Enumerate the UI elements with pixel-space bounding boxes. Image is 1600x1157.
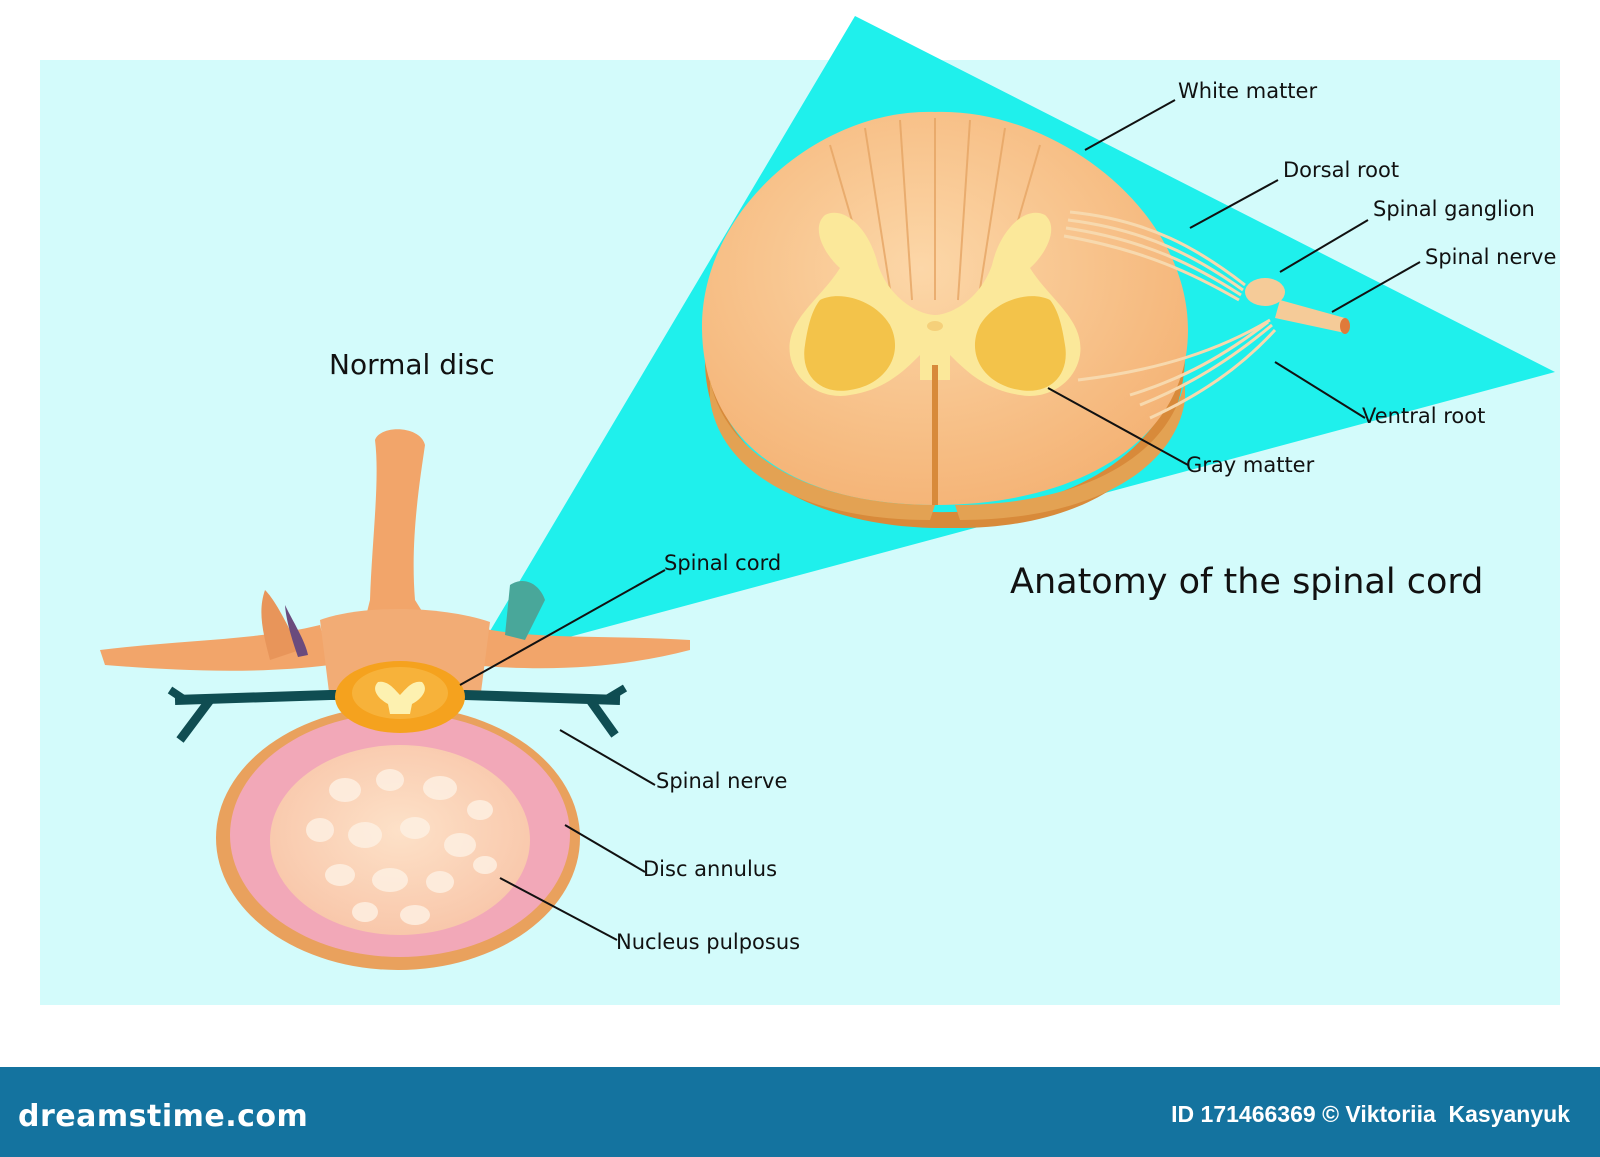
- label-nucleus-pulposus: Nucleus pulposus: [616, 930, 801, 954]
- normal-disc-title: Normal disc: [329, 348, 495, 381]
- spinal-cord-title: Anatomy of the spinal cord: [1010, 562, 1484, 602]
- leader-dorsal-root: [1189, 179, 1279, 229]
- footer-bar: dreamstime.com ID 171466369 © Viktoriia …: [0, 1067, 1600, 1157]
- spinal-cord-cross-section: [701, 111, 1350, 529]
- leader-ventral-root: [1274, 361, 1366, 419]
- label-disc-annulus: Disc annulus: [643, 857, 778, 881]
- leader-white-matter: [1084, 99, 1176, 151]
- leader-gray-matter: [1047, 387, 1189, 466]
- label-ventral-root: Ventral root: [1362, 404, 1486, 428]
- image-credit: ID 171466369 © Viktoriia Kasyanyuk: [1171, 1101, 1570, 1127]
- brand-logo[interactable]: dreamstime.com: [18, 1099, 309, 1134]
- white-matter-body: [701, 111, 1188, 505]
- label-spinal-nerve-disc: Spinal nerve: [656, 769, 788, 793]
- label-white-matter: White matter: [1178, 79, 1318, 103]
- leader-spinal-cord: [459, 569, 666, 686]
- label-spinal-ganglion: Spinal ganglion: [1373, 197, 1535, 221]
- label-spinal-nerve-cord: Spinal nerve: [1425, 245, 1557, 269]
- spinal-ganglion-shape: [1245, 278, 1285, 306]
- leader-nucleus-pulposus: [499, 877, 618, 941]
- leader-spinal-ganglion: [1279, 219, 1369, 273]
- label-gray-matter: Gray matter: [1186, 453, 1315, 477]
- label-dorsal-root: Dorsal root: [1283, 158, 1400, 182]
- vertebra-and-disc: [100, 429, 690, 970]
- leader-spinal-nerve-cord: [1331, 261, 1421, 313]
- leader-spinal-nerve-disc: [559, 729, 656, 786]
- leader-disc-annulus: [564, 824, 646, 873]
- label-spinal-cord: Spinal cord: [664, 551, 782, 575]
